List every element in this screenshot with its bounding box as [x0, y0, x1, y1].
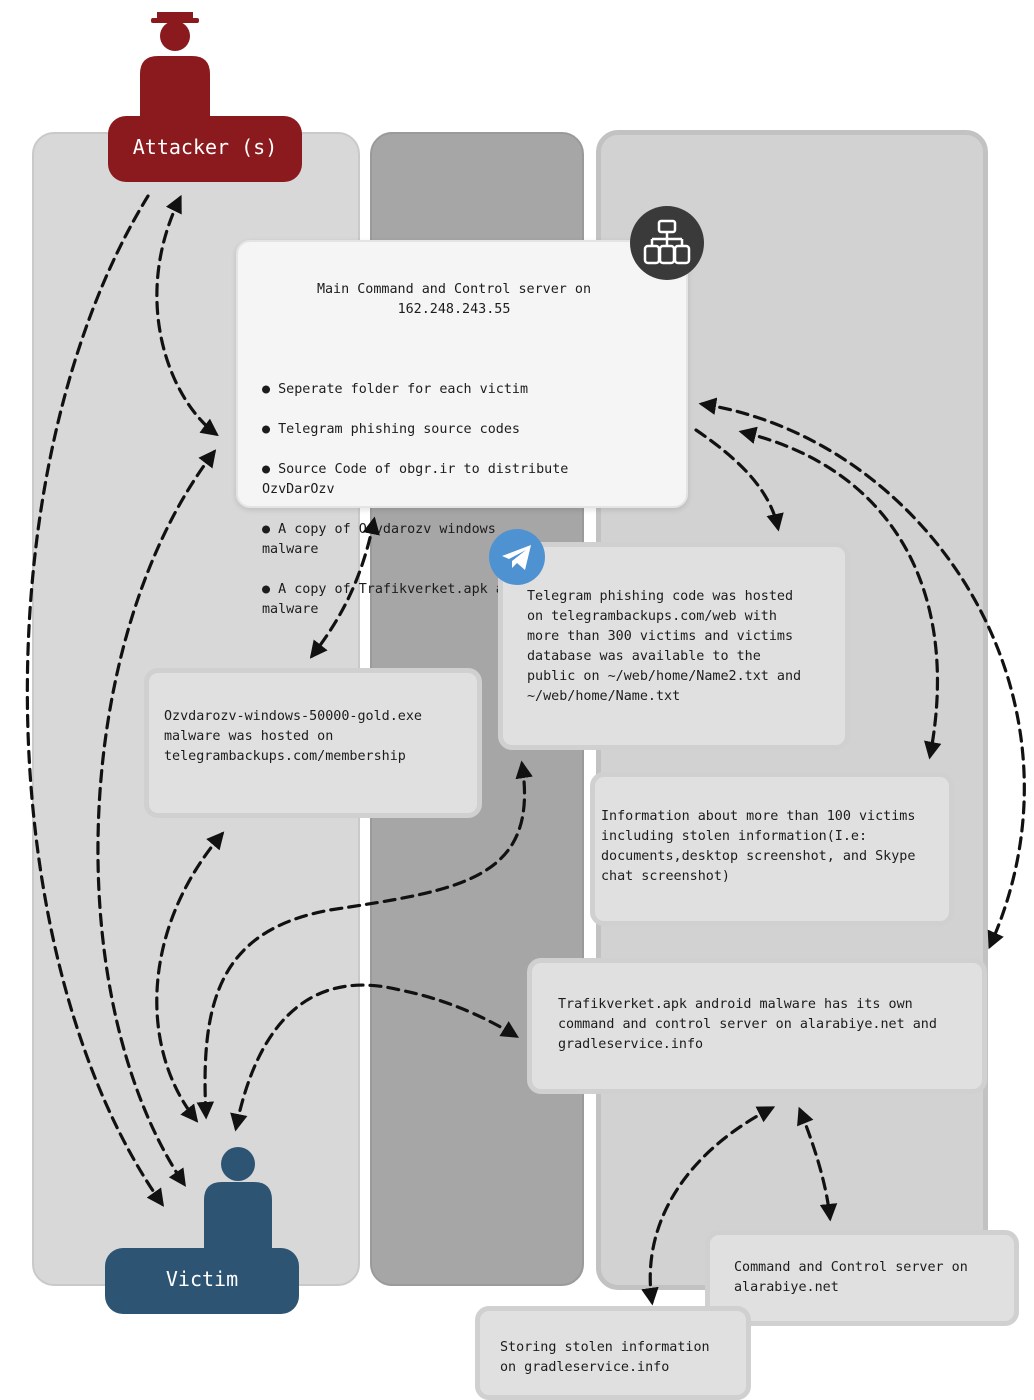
arrow-main-c2-victim [96, 449, 217, 1187]
attacker-label: Attacker (s) [108, 116, 302, 182]
arrow-attacker-main-c2 [155, 194, 219, 437]
arrow-main-c2-telegram [694, 428, 784, 532]
arrow-main-c2-apk [698, 397, 1026, 950]
main-c2-server-box: Main Command and Control server on 162.2… [236, 240, 688, 617]
main-c2-bullet: Source Code of obgr.ir to distribute Ozv… [262, 460, 662, 500]
arrow-main-c2-info [738, 426, 942, 760]
arrow-ozvdarozv-victim [155, 831, 225, 1123]
arrow-telegram-victim [196, 760, 533, 1120]
victim-label: Victim [105, 1248, 299, 1314]
arrow-main-c2-ozvdarozv [309, 516, 380, 659]
arrow-apk-storage [641, 1106, 776, 1306]
attacker-person-icon [140, 12, 210, 118]
main-c2-title: Main Command and Control server on 162.2… [316, 282, 592, 317]
arrow-apk-alarabiye [797, 1106, 838, 1222]
network-server-icon [630, 206, 704, 280]
main-c2-bullet: Seperate folder for each victim [262, 380, 662, 400]
trafikverket-apk-box: Trafikverket.apk android malware has its… [527, 958, 987, 1094]
arrow-attacker-victim [25, 194, 165, 1207]
gradleservice-storage-box: Storing stolen information on gradleserv… [475, 1306, 751, 1400]
telegram-icon [489, 529, 545, 585]
arrow-victim-apk [230, 983, 519, 1132]
victim-person-icon [204, 1147, 272, 1248]
main-c2-bullet: Telegram phishing source codes [262, 420, 662, 440]
